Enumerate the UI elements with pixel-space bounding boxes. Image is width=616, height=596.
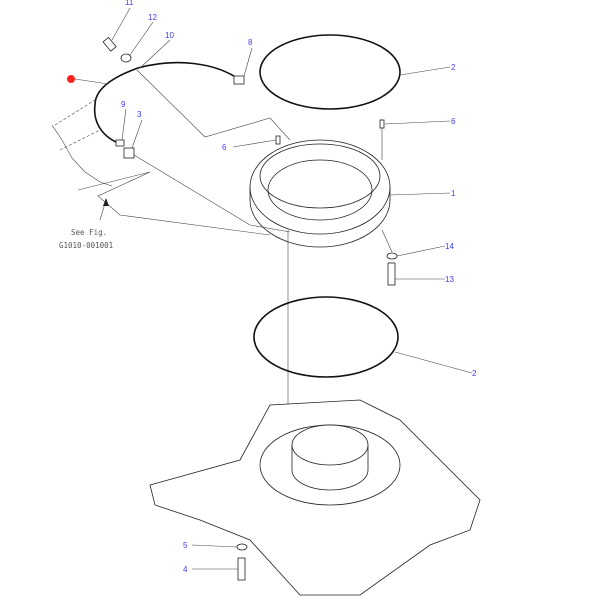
bolt-11 — [102, 36, 117, 52]
bolt-13 — [387, 262, 396, 286]
see-fig-reference[interactable]: G1010-001001 — [59, 241, 113, 250]
callout-8[interactable]: 8 — [248, 38, 253, 47]
washer-5 — [236, 543, 248, 551]
callout-13[interactable]: 13 — [445, 275, 454, 284]
callout-1[interactable]: 1 — [451, 189, 456, 198]
highlight-dot-7[interactable] — [67, 75, 75, 83]
washer-12 — [120, 53, 132, 63]
callout-10[interactable]: 10 — [165, 31, 174, 40]
callout-9[interactable]: 9 — [121, 100, 126, 109]
o-ring-bottom — [253, 296, 399, 378]
callout-4[interactable]: 4 — [183, 565, 188, 574]
callout-3[interactable]: 3 — [137, 110, 142, 119]
bolt-4 — [237, 557, 246, 581]
callout-11[interactable]: 11 — [125, 0, 134, 7]
callout-5[interactable]: 5 — [183, 541, 188, 550]
harness-cable — [93, 61, 241, 144]
washer-14 — [386, 252, 398, 260]
connector-3 — [123, 147, 135, 159]
pin-6-left — [275, 135, 281, 145]
see-fig-label[interactable]: See Fig. — [71, 228, 107, 237]
callout-2-top[interactable]: 2 — [451, 63, 456, 72]
callout-12[interactable]: 12 — [148, 13, 157, 22]
callout-6-right[interactable]: 6 — [451, 117, 456, 126]
pin-6-right — [379, 119, 385, 129]
o-ring-top — [259, 34, 401, 110]
sub-harness — [51, 124, 113, 187]
callout-2-bottom[interactable]: 2 — [472, 369, 477, 378]
connector-9 — [115, 139, 125, 147]
callout-6-left[interactable]: 6 — [222, 143, 227, 152]
callout-14[interactable]: 14 — [445, 242, 454, 251]
connector-8 — [233, 75, 245, 85]
